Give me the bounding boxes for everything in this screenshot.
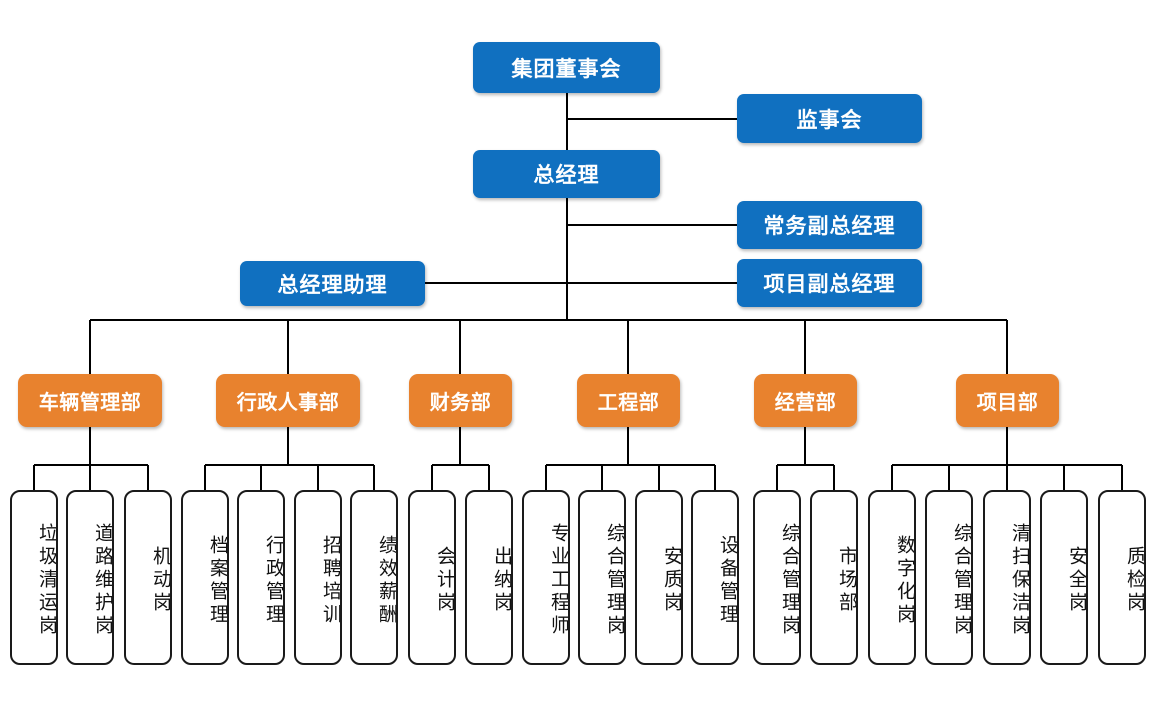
position-label: 清扫保洁岗 bbox=[1009, 523, 1030, 638]
position-label: 招聘培训 bbox=[320, 534, 341, 627]
position-box[interactable]: 专业工程师 bbox=[522, 490, 570, 665]
position-box[interactable]: 绩效薪酬 bbox=[350, 490, 398, 665]
position-box[interactable]: 出纳岗 bbox=[465, 490, 513, 665]
node-supervisory-board-label: 监事会 bbox=[796, 108, 863, 132]
node-general-manager[interactable]: 总经理 bbox=[473, 150, 660, 198]
dept-project[interactable]: 项目部 bbox=[956, 374, 1059, 427]
dept-vehicle-management-label: 车辆管理部 bbox=[38, 392, 142, 414]
position-box[interactable]: 机动岗 bbox=[124, 490, 172, 665]
position-box[interactable]: 档案管理 bbox=[181, 490, 229, 665]
dept-operations[interactable]: 经营部 bbox=[754, 374, 857, 427]
position-label: 质检岗 bbox=[1124, 546, 1145, 615]
position-box[interactable]: 安质岗 bbox=[635, 490, 683, 665]
position-box[interactable]: 设备管理 bbox=[691, 490, 739, 665]
position-box[interactable]: 数字化岗 bbox=[868, 490, 916, 665]
node-gm-assistant-label: 总经理助理 bbox=[277, 273, 388, 297]
position-label: 档案管理 bbox=[207, 534, 228, 627]
position-box[interactable]: 市场部 bbox=[810, 490, 858, 665]
node-executive-deputy-gm[interactable]: 常务副总经理 bbox=[737, 201, 922, 249]
node-executive-deputy-gm-label: 常务副总经理 bbox=[763, 215, 896, 238]
position-label: 会计岗 bbox=[434, 546, 455, 615]
position-box[interactable]: 道路维护岗 bbox=[66, 490, 114, 665]
node-gm-assistant[interactable]: 总经理助理 bbox=[240, 261, 425, 306]
dept-finance[interactable]: 财务部 bbox=[409, 374, 512, 427]
dept-engineering[interactable]: 工程部 bbox=[577, 374, 680, 427]
dept-admin-hr[interactable]: 行政人事部 bbox=[216, 374, 360, 427]
position-box[interactable]: 安全岗 bbox=[1040, 490, 1088, 665]
position-label: 综合管理岗 bbox=[779, 523, 800, 638]
node-board-of-directors-label: 集团董事会 bbox=[511, 57, 622, 81]
position-label: 机动岗 bbox=[150, 546, 171, 615]
position-box[interactable]: 会计岗 bbox=[408, 490, 456, 665]
position-label: 综合管理岗 bbox=[604, 523, 625, 638]
position-label: 数字化岗 bbox=[894, 534, 915, 627]
node-project-deputy-gm[interactable]: 项目副总经理 bbox=[737, 259, 922, 307]
node-board-of-directors[interactable]: 集团董事会 bbox=[473, 42, 660, 93]
position-label: 安全岗 bbox=[1066, 546, 1087, 615]
position-label: 出纳岗 bbox=[491, 546, 512, 615]
position-box[interactable]: 质检岗 bbox=[1098, 490, 1146, 665]
position-box[interactable]: 垃圾清运岗 bbox=[10, 490, 58, 665]
position-box[interactable]: 行政管理 bbox=[237, 490, 285, 665]
position-label: 绩效薪酬 bbox=[376, 534, 397, 627]
position-label: 垃圾清运岗 bbox=[36, 523, 57, 638]
position-label: 行政管理 bbox=[263, 534, 284, 627]
node-project-deputy-gm-label: 项目副总经理 bbox=[763, 273, 896, 296]
node-general-manager-label: 总经理 bbox=[533, 164, 600, 187]
dept-operations-label: 经营部 bbox=[774, 392, 837, 414]
position-label: 设备管理 bbox=[717, 534, 738, 627]
position-label: 安质岗 bbox=[661, 546, 682, 615]
position-label: 专业工程师 bbox=[548, 523, 569, 638]
position-box[interactable]: 清扫保洁岗 bbox=[983, 490, 1031, 665]
node-supervisory-board[interactable]: 监事会 bbox=[737, 94, 922, 143]
position-label: 市场部 bbox=[836, 546, 857, 615]
dept-project-label: 项目部 bbox=[976, 392, 1039, 414]
dept-admin-hr-label: 行政人事部 bbox=[236, 392, 340, 414]
dept-finance-label: 财务部 bbox=[429, 392, 492, 414]
position-box[interactable]: 招聘培训 bbox=[294, 490, 342, 665]
position-box[interactable]: 综合管理岗 bbox=[925, 490, 973, 665]
position-label: 综合管理岗 bbox=[951, 523, 972, 638]
position-box[interactable]: 综合管理岗 bbox=[578, 490, 626, 665]
dept-engineering-label: 工程部 bbox=[597, 392, 660, 414]
position-box[interactable]: 综合管理岗 bbox=[753, 490, 801, 665]
dept-vehicle-management[interactable]: 车辆管理部 bbox=[18, 374, 162, 427]
position-label: 道路维护岗 bbox=[92, 523, 113, 638]
